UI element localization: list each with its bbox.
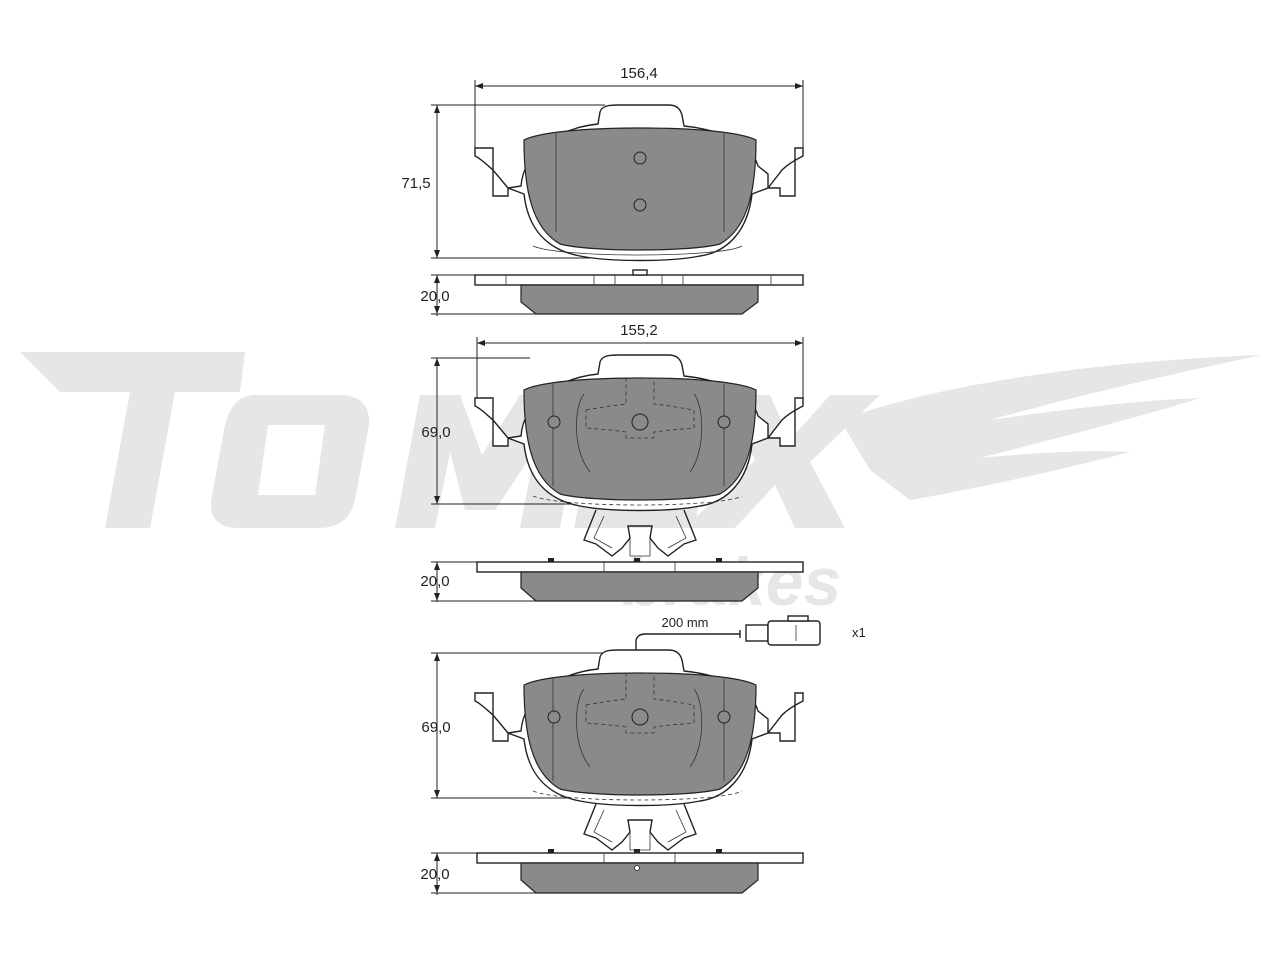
pad2-width-label: 155,2 (620, 322, 658, 339)
pad2-plate-lower-edge (532, 495, 743, 506)
pad2-height-label: 69,0 (421, 424, 450, 441)
wear-sensor-connector-latch (787, 615, 809, 622)
pad2-spring-clip-inner-right (667, 515, 687, 549)
side3-back-plate (476, 852, 804, 864)
pad2-inner-arc-left (576, 393, 591, 473)
pad-side-view-2: 20,0 (420, 558, 804, 602)
side1-thickness-arrow-top (434, 275, 440, 283)
pad2-center-rivet (631, 413, 649, 431)
pad2-width-arrow-left (477, 340, 485, 346)
side1-clip-tab (632, 269, 648, 276)
side1-thickness-label: 20,0 (420, 288, 449, 305)
pad1-height-label: 71,5 (401, 175, 430, 192)
side2-friction-material (520, 571, 759, 602)
pad1-rivet-top (633, 151, 647, 165)
pad3-friction-material (523, 672, 757, 796)
pad2-spring-clip-tab (629, 538, 651, 557)
pad3-spring-clip-wire (583, 803, 697, 851)
wear-sensor-plug-collar (745, 624, 769, 642)
pad2-friction-material (523, 377, 757, 501)
pad2-clip-outline (585, 377, 695, 439)
side3-thickness-arrow-bottom (434, 885, 440, 893)
side2-tab-left (548, 558, 554, 562)
pad3-inner-arc-left (576, 688, 591, 768)
pad3-spring-clip-inner-right (667, 809, 687, 843)
pad3-height-label: 69,0 (421, 719, 450, 736)
side3-sensor-hole (634, 865, 640, 871)
pad2-height-arrow-top (434, 358, 440, 366)
pad3-center-rivet (631, 708, 649, 726)
side2-thickness-label: 20,0 (420, 573, 449, 590)
side3-thickness-arrow-top (434, 853, 440, 861)
pad3-spring-clip-tab (629, 832, 651, 851)
side1-friction-material (520, 284, 759, 315)
pad3-rivet-right (717, 710, 731, 724)
pad1-height-arrow-bottom (434, 250, 440, 258)
side2-thickness-arrow-top (434, 562, 440, 570)
pad3-height-arrow-bottom (434, 790, 440, 798)
pad2-width-arrow-right (795, 340, 803, 346)
side3-tab-left (548, 849, 554, 853)
pad1-plate-lower-edge (532, 245, 743, 256)
wear-sensor-cable (635, 633, 740, 668)
pad3-rivet-left (547, 710, 561, 724)
pad3-spring-clip-inner-left (593, 809, 613, 843)
pad3-inner-arc-right (689, 688, 703, 768)
wear-sensor-length-label: 200 mm (662, 615, 709, 630)
pad-view-3: 69,0 (421, 649, 804, 851)
pad3-spring-clip (583, 803, 697, 851)
pad2-inner-arc-right (689, 393, 703, 473)
side3-tab-right (716, 849, 722, 853)
side1-thickness-arrow-bottom (434, 306, 440, 314)
wear-sensor-quantity-label: x1 (852, 625, 866, 640)
wear-sensor-connector (767, 620, 821, 646)
pad2-height-arrow-bottom (434, 496, 440, 504)
pad3-clip-outline (585, 672, 695, 734)
pad2-spring-clip (583, 509, 697, 557)
pad1-rivet-bottom (633, 198, 647, 212)
side2-tab-right (716, 558, 722, 562)
pad-side-view-1: 20,0 (420, 269, 804, 316)
pad2-rivet-left (547, 415, 561, 429)
pad1-height-arrow-top (434, 105, 440, 113)
side2-tab-center (634, 558, 640, 562)
pad-side-view-3: 20,0 (420, 849, 804, 895)
side2-thickness-arrow-bottom (434, 593, 440, 601)
side2-back-plate (476, 561, 804, 573)
pad1-friction-material (523, 127, 757, 251)
side3-tab-center (634, 849, 640, 853)
wear-sensor: 200 mm x1 (635, 615, 866, 668)
pad1-width-arrow-left (475, 83, 483, 89)
pad-view-1: 156,4 71,5 (401, 65, 804, 262)
pad2-rivet-right (717, 415, 731, 429)
pad3-height-arrow-top (434, 653, 440, 661)
side3-thickness-label: 20,0 (420, 866, 449, 883)
pad1-width-label: 156,4 (620, 65, 658, 82)
side1-back-plate (474, 274, 804, 286)
pad2-spring-clip-wire (583, 509, 697, 557)
side3-friction-material (520, 862, 759, 894)
pad1-width-arrow-right (795, 83, 803, 89)
pad2-spring-clip-inner-left (593, 515, 613, 549)
pad-view-2: 155,2 69,0 (421, 322, 804, 557)
pad3-plate-lower-edge (532, 790, 743, 801)
